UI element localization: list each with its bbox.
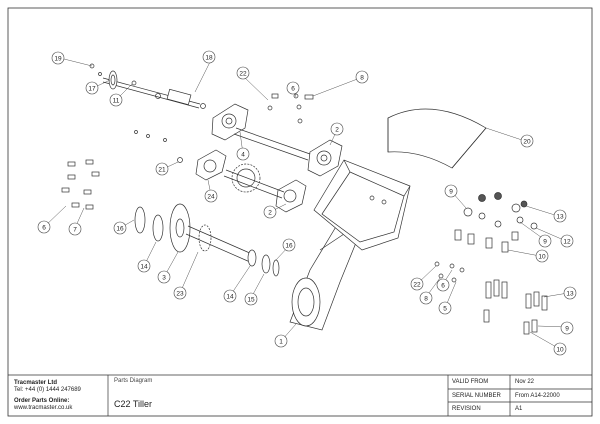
order-parts-label: Order Parts Online:	[14, 398, 70, 404]
callout-circles	[37, 50, 577, 356]
callout-2-lower: 2	[268, 210, 272, 217]
callout-9-lower: 9	[565, 326, 569, 333]
callout-16-lower: 16	[285, 243, 293, 250]
callout-16: 16	[116, 226, 124, 233]
part-chain-case	[289, 219, 363, 331]
part-lower-bearing-housings	[195, 149, 307, 213]
part-drive-shaft-hub	[134, 203, 280, 277]
callout-21: 21	[158, 167, 166, 174]
callout-22: 22	[239, 71, 247, 78]
callout-20: 20	[523, 139, 531, 146]
callout-13-lower: 13	[566, 291, 574, 298]
callout-15: 15	[247, 297, 255, 304]
callout-11: 11	[113, 98, 120, 105]
callout-6-left: 6	[42, 225, 46, 232]
company-tel: Tel: +44 (0) 1444 247689	[14, 387, 81, 393]
callout-10: 10	[538, 254, 546, 261]
title-block-frame	[8, 374, 592, 416]
part-left-bolts	[61, 159, 100, 210]
callout-18: 18	[205, 55, 213, 62]
callout-14: 14	[140, 264, 148, 271]
callout-2: 2	[335, 127, 339, 134]
callout-5: 5	[443, 306, 447, 313]
callout-10-lower: 10	[556, 347, 564, 354]
company-name: Tracmaster Ltd	[14, 380, 58, 386]
serial-number-label: SERIAL NUMBER	[452, 393, 501, 399]
callout-1: 1	[279, 339, 283, 346]
callout-8: 8	[360, 75, 364, 82]
callout-8-lower: 8	[424, 296, 428, 303]
callout-3: 3	[162, 275, 166, 282]
callout-9-right: 9	[543, 239, 547, 246]
callout-12: 12	[563, 239, 571, 246]
valid-from-value: Nov 22	[515, 379, 535, 385]
callout-24: 24	[207, 194, 215, 201]
part-frame-box	[313, 159, 411, 251]
callout-17: 17	[88, 86, 96, 93]
part-tine-guard	[387, 108, 487, 169]
callout-6-lower: 6	[441, 283, 445, 290]
callout-19: 19	[54, 56, 62, 63]
callout-22-lower: 22	[413, 282, 421, 289]
sheet-border	[7, 7, 593, 417]
part-small-bolts-top	[134, 93, 314, 163]
revision-label: REVISION	[452, 406, 481, 412]
callout-4: 4	[241, 152, 245, 159]
callout-7: 7	[73, 227, 77, 234]
part-lower-right-bolts	[483, 279, 548, 335]
drawing-type-label: Parts Diagram	[114, 378, 153, 384]
drawing-title: C22 Tiller	[114, 399, 153, 409]
part-upper-bearing-housings	[211, 103, 343, 177]
company-website[interactable]: www.tracmaster.co.uk	[14, 405, 73, 411]
callout-6: 6	[291, 86, 295, 93]
callout-23: 23	[176, 291, 184, 298]
callout-9: 9	[449, 189, 453, 196]
valid-from-label: VALID FROM	[452, 379, 489, 385]
part-right-hardware	[454, 192, 538, 253]
callout-labels: 19 18 17 11 22 6 8 2 4 21 24 2 20 6 7 16…	[42, 55, 574, 354]
revision-value: A1	[515, 406, 523, 412]
exploded-parts-drawing	[37, 50, 577, 356]
callout-13: 13	[556, 214, 564, 221]
serial-number-value: From A14-22000	[515, 393, 560, 399]
part-shaft-top	[89, 63, 206, 109]
callout-14-lower: 14	[226, 294, 234, 301]
part-lower-small-fasteners	[434, 261, 465, 283]
